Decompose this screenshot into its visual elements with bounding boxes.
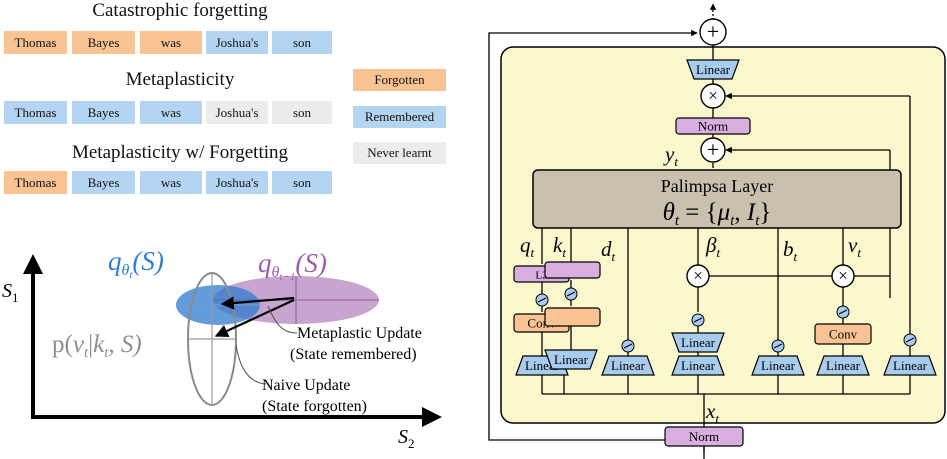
token: Thomas [4,171,67,194]
beta-linear-inner [671,332,725,353]
k-linear [544,349,598,370]
legend-item-never-learnt: Never learnt [353,142,446,164]
v-conv [814,323,872,345]
var-q: qt [520,233,535,260]
d-linear-label: Linear [611,358,646,373]
v-multiply-symbol: × [838,266,848,285]
token: Bayes [72,101,135,124]
token: son [272,171,332,194]
v-linear [816,355,870,376]
output-linear [686,59,740,80]
k-linear-label: Linear [554,352,589,367]
variable-labels: yt xt qt kt dt βt bt vt [520,142,861,426]
d-linear [601,355,655,376]
architecture-modules: Linear×Norm++NormLinearLinearConvL2Linea… [513,18,937,447]
token: son [272,101,332,124]
gate-linear [883,355,937,376]
output-linear-label: Linear [696,62,731,77]
naive-update-label: Naive Update (State forgotten) [262,377,367,415]
metaplastic-update-arrow [220,296,295,310]
k-activation-curve [566,291,576,297]
output-norm-label: Norm [698,119,728,134]
residual-add [699,18,727,46]
meta-update-label: Metaplastic Update (State remembered) [290,325,426,363]
x-axis-label: S2 [398,426,415,451]
beta-multiply [686,264,710,288]
b-linear-label: Linear [761,358,796,373]
meta-update-leader [267,305,298,334]
token: was [140,171,202,194]
palimpsa-theta-equation: θt = {μt, It} [663,199,772,229]
output-norm [675,117,751,135]
token: Bayes [72,171,135,194]
b-activation-curve [773,343,783,349]
v-conv-label: Conv [829,327,858,342]
var-b: bt [783,237,798,264]
skip-add-symbol: + [707,137,719,162]
axes [23,254,442,427]
panel-c: Palimpsa Layer θt = {μt, It} Linear × Norm… [488,3,946,459]
naive-update-arrow [214,299,295,338]
posterior-label: qθt(S) [108,246,164,281]
q-activation-curve [537,297,547,303]
y-axis-label: S1 [2,280,19,305]
var-k: kt [553,233,566,260]
token: Joshua's [206,101,268,124]
v-multiply [831,264,855,288]
row-title-catastrophic: Catastrophic forgetting [92,0,268,21]
v-linear-label: Linear [826,358,861,373]
var-y: yt [663,142,678,169]
legend-item-remembered: Remembered [353,106,446,128]
panel-b: S1 S2 qθt(S) qθt−1(S) p(vt|kt, S) [2,246,442,451]
beta-activation-curve [693,317,703,323]
token: was [140,101,202,124]
var-x: xt [705,399,719,426]
residual-add-symbol: + [707,19,719,44]
d-activation-curve [623,343,633,349]
row-title-metaplasticity-forgetting: Metaplasticity w/ Forgetting [71,142,288,163]
beta-linear-inner-label: Linear [681,335,716,350]
output-gate-multiply [700,83,726,109]
b-linear [751,355,805,376]
input-norm-label: Norm [689,429,719,444]
bus-drops [541,375,911,394]
token: Bayes [72,31,135,54]
beta-linear-label: Linear [681,358,716,373]
likelihood-label: p(vt|kt, S) [52,331,142,361]
row-title-metaplasticity: Metaplasticity [125,69,235,90]
k-l2-norm [544,261,601,279]
palimpsa-layer-title: Palimpsa Layer [661,176,773,196]
token: Joshua's [206,171,268,194]
naive-update-leader [235,344,267,385]
token: Joshua's [206,31,268,54]
legend-item-forgotten: Forgotten [353,69,446,91]
branch-lines [627,92,911,356]
gate-linear-label: Linear [893,358,928,373]
token: Thomas [4,101,67,124]
var-beta: βt [705,233,720,260]
k-conv [544,307,601,327]
var-d: dt [601,237,616,264]
v-activation-curve [838,309,848,315]
prev-posterior-label: qθt−1(S) [258,248,327,283]
token: son [272,31,332,54]
output-gate-multiply-symbol: × [708,86,718,105]
input-norm [664,426,744,447]
beta-multiply-symbol: × [693,266,703,285]
skip-add [700,137,726,163]
token: Thomas [4,31,67,54]
beta-linear [671,355,725,376]
palimpsa-layer-box [532,169,902,229]
var-v: vt [848,233,861,260]
token: was [140,31,202,54]
gate-activation-curve [905,337,915,343]
